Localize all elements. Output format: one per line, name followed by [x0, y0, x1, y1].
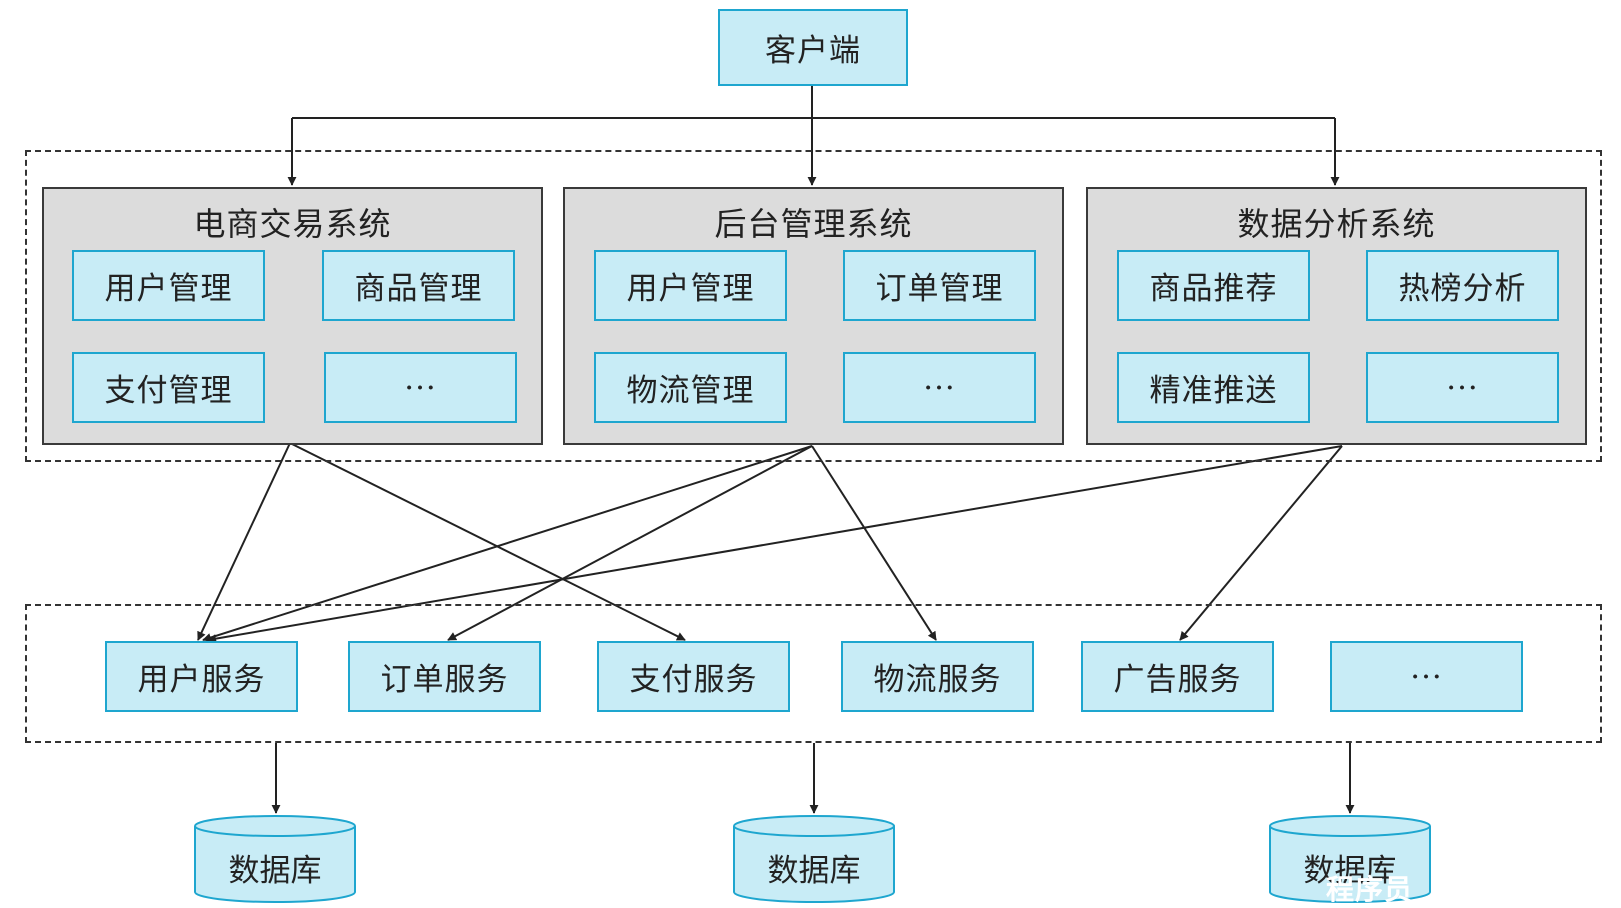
module-user-management: 用户管理	[72, 250, 265, 321]
module-more: ···	[1366, 352, 1559, 423]
arrow-sys2-logistics-service	[811, 445, 937, 641]
system-title: 后台管理系统	[714, 205, 913, 243]
module-order-management: 订单管理	[843, 250, 1036, 321]
database-cylinder-1	[194, 815, 356, 903]
arrow-sys1-payment-service	[289, 442, 686, 641]
module-user-management: 用户管理	[594, 250, 787, 321]
service-user: 用户服务	[105, 641, 298, 712]
module-more: ···	[324, 352, 517, 423]
service-order: 订单服务	[348, 641, 541, 712]
system-title: 电商交易系统	[193, 205, 392, 243]
database-cylinder-3	[1269, 815, 1431, 903]
module-logistics-management: 物流管理	[594, 352, 787, 423]
module-trending-analysis: 热榜分析	[1366, 250, 1559, 321]
database-label: 数据库	[228, 853, 322, 889]
module-payment-management: 支付管理	[72, 352, 265, 423]
watermark: 程序员	[1326, 873, 1414, 906]
database-label: 数据库	[1303, 853, 1397, 889]
service-payment: 支付服务	[597, 641, 790, 712]
service-more: ···	[1330, 641, 1523, 712]
module-product-management: 商品管理	[322, 250, 515, 321]
service-advertising: 广告服务	[1081, 641, 1274, 712]
service-logistics: 物流服务	[841, 641, 1034, 712]
arrow-sys2-order-service	[447, 445, 813, 641]
systems-group-frame	[25, 150, 1602, 462]
module-precision-push: 精准推送	[1117, 352, 1310, 423]
module-product-recommendation: 商品推荐	[1117, 250, 1310, 321]
arrow-sys3-user-service	[207, 445, 1343, 644]
module-more: ···	[843, 352, 1036, 423]
client-box: 客户端	[718, 9, 908, 86]
services-group-frame	[25, 604, 1602, 743]
system-title: 数据分析系统	[1237, 205, 1436, 243]
arrow-sys3-ad-service	[1179, 445, 1343, 641]
arrow-sys1-user-service	[197, 442, 291, 641]
arrow-sys2-user-service	[202, 445, 813, 642]
database-label: 数据库	[767, 853, 861, 889]
database-cylinder-2	[733, 815, 895, 903]
